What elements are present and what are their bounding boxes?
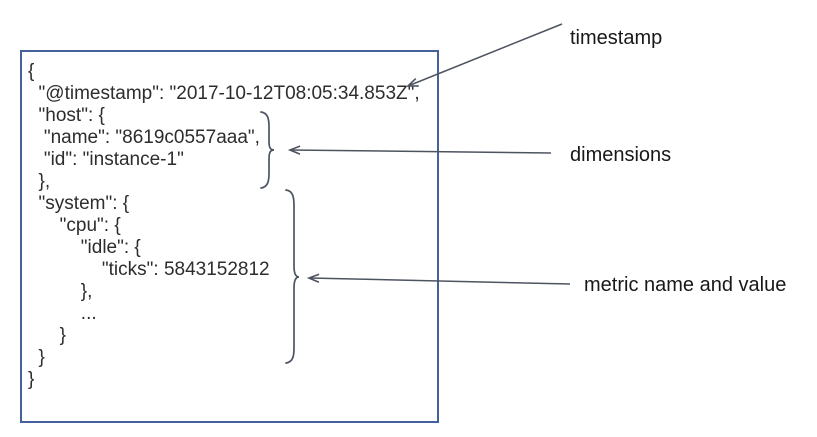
json-code: { "@timestamp": "2017-10-12T08:05:34.853… — [28, 61, 420, 390]
json-document-box — [20, 50, 439, 423]
timestamp-label: timestamp — [570, 27, 663, 49]
dimensions-label: dimensions — [570, 144, 672, 166]
metric-label: metric name and value — [584, 274, 787, 296]
